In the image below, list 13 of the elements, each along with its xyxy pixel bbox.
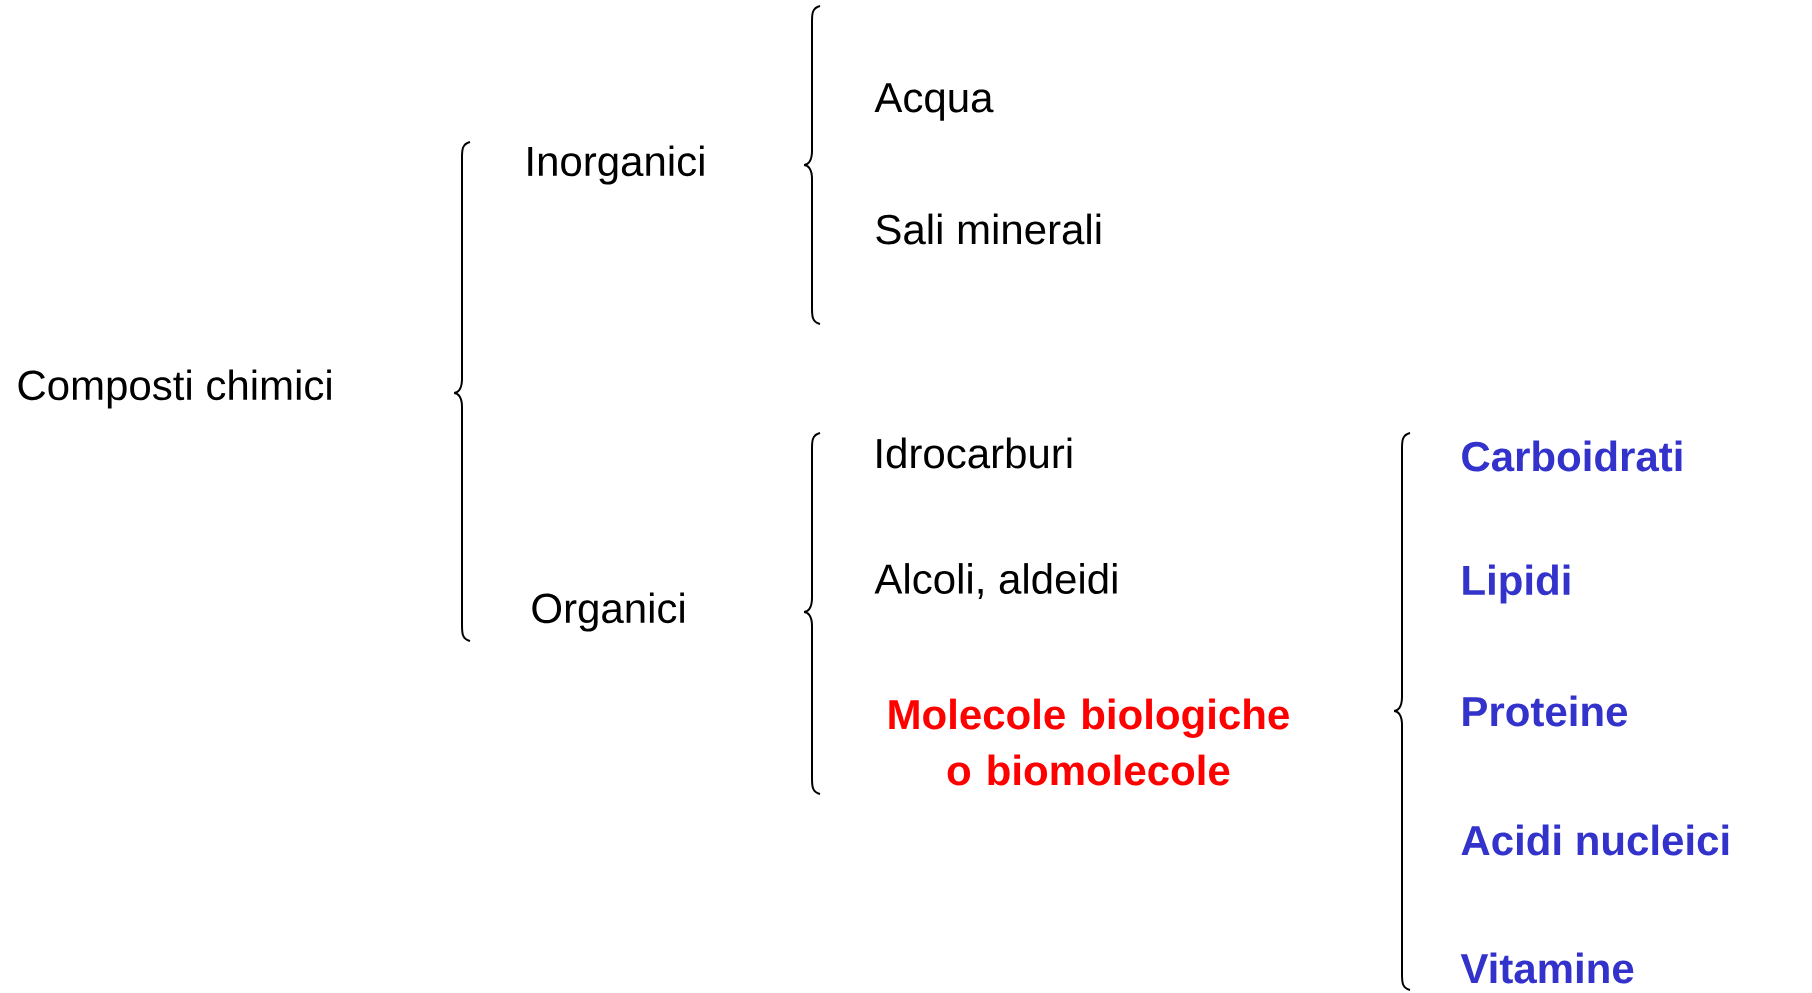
node-label: Acidi nucleici bbox=[1461, 824, 1729, 856]
node-label: Organici bbox=[532, 592, 684, 632]
node-label: Idrocarburi bbox=[877, 437, 1072, 469]
node-label: Molecole biologiche o biomolecole bbox=[889, 698, 1289, 786]
node-label: Composti chimici bbox=[18, 369, 331, 409]
node-label: Vitamine bbox=[1460, 952, 1634, 984]
node-label: Lipidi bbox=[1463, 564, 1570, 604]
node-label: Acqua bbox=[874, 83, 994, 121]
node-label: Carboidrati bbox=[1462, 440, 1682, 472]
node-label: Alcoli, aldeidi bbox=[874, 563, 1117, 599]
node-label: Proteine bbox=[1463, 695, 1627, 727]
node-label: Inorganici bbox=[528, 145, 704, 185]
node-label: Sali minerali bbox=[876, 213, 1101, 245]
